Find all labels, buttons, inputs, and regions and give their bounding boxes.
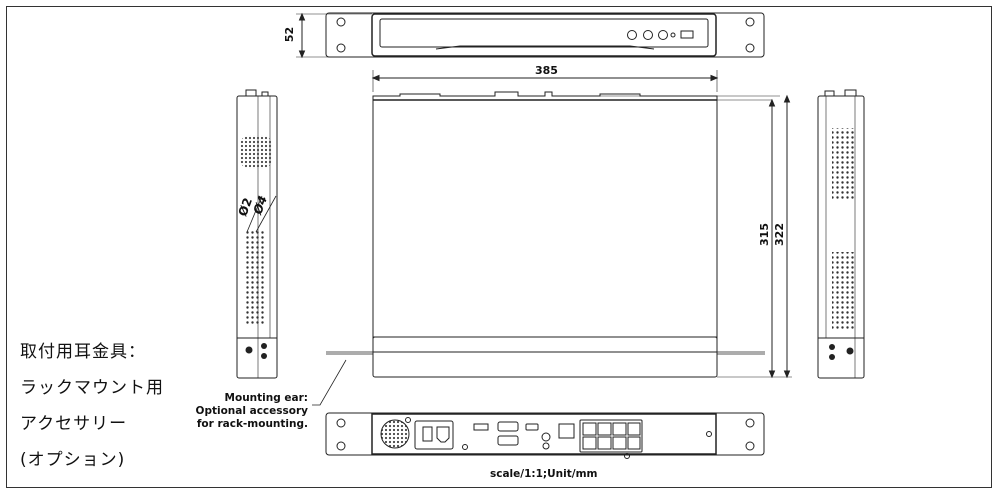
ground-terminal (542, 442, 550, 450)
rack-ear-hole (336, 17, 346, 27)
mounting-note-line-1: Mounting ear: (224, 392, 308, 404)
rack-ear-hole (745, 441, 755, 451)
usb-port (525, 423, 539, 431)
mounting-ear-note: Mounting ear: Optional accessory for rac… (190, 392, 308, 431)
mounting-ear-leader (312, 359, 347, 406)
drawing-frame (6, 6, 992, 488)
rack-ear-hole (336, 441, 346, 451)
rack-ear-hole (745, 418, 755, 428)
lan-port (558, 423, 575, 439)
front-button (627, 30, 637, 40)
power-inlet (414, 420, 454, 450)
front-view (296, 12, 765, 59)
front-led (670, 32, 676, 38)
top-view (326, 70, 792, 379)
depth-body-dimension-label: 315 (757, 223, 771, 246)
depth-total-dimension-label: 322 (772, 223, 786, 246)
height-dimension-label: 52 (283, 26, 297, 43)
right-side-view (817, 89, 865, 379)
mounting-note-line-3: for rack-mounting. (196, 418, 308, 430)
hdmi-port (497, 435, 519, 446)
poe-ports (579, 419, 643, 453)
rack-ear-hole (336, 43, 346, 53)
power-switch (422, 426, 433, 442)
scale-note: scale/1:1;Unit/mm (490, 468, 598, 480)
front-button (643, 30, 653, 40)
jp-label-line-1: 取付用耳金具： (20, 342, 146, 362)
rear-view (325, 412, 765, 459)
width-dimension-label: 385 (535, 64, 558, 77)
jp-label-line-3: アクセサリー (20, 414, 128, 434)
front-button (658, 30, 668, 40)
rack-ear-hole (745, 17, 755, 27)
jp-label-line-4: (オプション) (20, 450, 126, 470)
left-side-view (236, 89, 278, 379)
fan-grille (240, 135, 272, 169)
mounting-note-line-2: Optional accessory (195, 405, 308, 417)
rear-fan (380, 419, 410, 449)
front-usb-port (680, 30, 694, 39)
audio-port (541, 432, 551, 442)
alarm-terminal (473, 423, 489, 431)
vga-port (497, 421, 519, 432)
rack-ear-hole (745, 43, 755, 53)
jp-label-line-2: ラックマウント用 (20, 378, 164, 398)
rack-ear-hole (336, 418, 346, 428)
vent-holes (246, 230, 264, 326)
vent-holes (832, 128, 854, 200)
vent-holes (832, 252, 854, 330)
